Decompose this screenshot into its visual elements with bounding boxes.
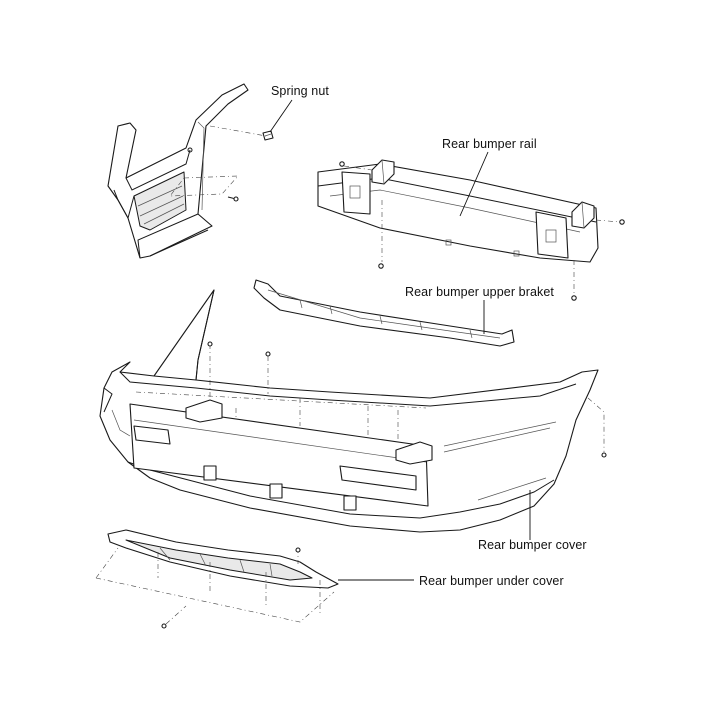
label-spring-nut: Spring nut bbox=[271, 84, 329, 98]
rear-bumper-under-cover bbox=[107, 529, 339, 589]
spring-nut-guide bbox=[209, 125, 267, 137]
body-side-panel bbox=[107, 83, 249, 259]
label-rear-bumper-under-cover: Rear bumper under cover bbox=[419, 574, 564, 588]
under-cover-guides bbox=[95, 547, 335, 629]
rear-bumper-cover bbox=[99, 289, 599, 533]
label-rear-bumper-cover: Rear bumper cover bbox=[478, 538, 587, 552]
spring-nut bbox=[262, 130, 274, 141]
cover-guides bbox=[135, 341, 607, 458]
label-rear-bumper-rail: Rear bumper rail bbox=[442, 137, 537, 151]
rear-bumper-upper-braket bbox=[253, 279, 515, 347]
leader-lines bbox=[269, 99, 531, 581]
rear-bumper-rail bbox=[317, 159, 599, 263]
panel-bolt bbox=[227, 196, 239, 202]
panel-bolt-guide bbox=[169, 175, 239, 197]
cover-clips bbox=[203, 465, 357, 511]
label-rear-bumper-upper-braket: Rear bumper upper braket bbox=[405, 285, 555, 299]
rail-bolts bbox=[339, 161, 625, 301]
